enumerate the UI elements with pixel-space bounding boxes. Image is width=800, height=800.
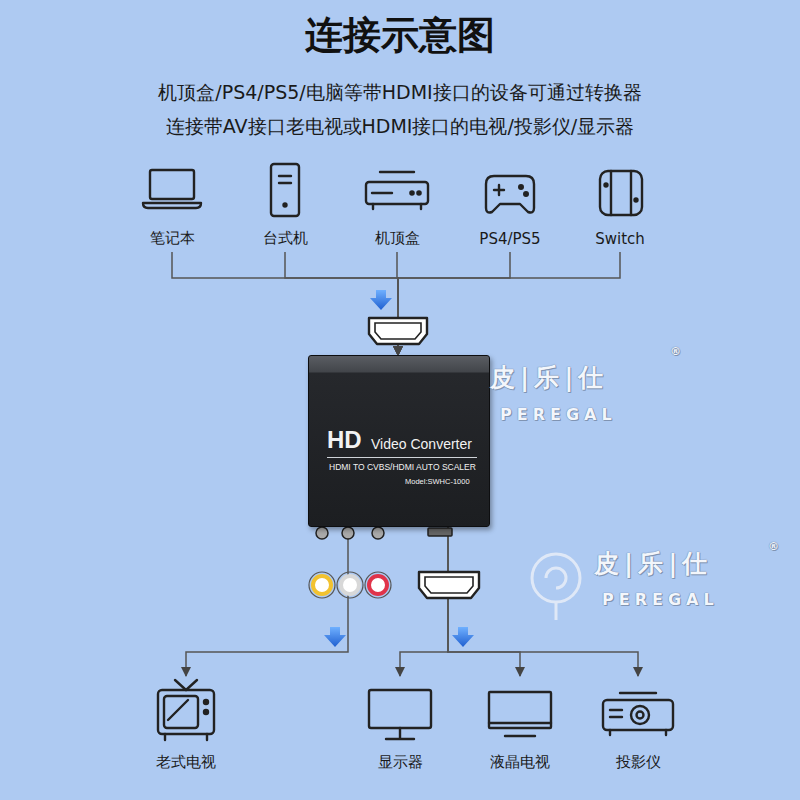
device-label: 液晶电视 [490, 753, 550, 772]
switch-icon [600, 171, 642, 215]
source-device: Switch [570, 160, 670, 252]
device-label: 投影仪 [616, 753, 661, 772]
watermark-text: 皮|乐|仕 [490, 361, 608, 394]
converter-box: HD Video ConverterHDMI TO CVBS/HDMI AUTO … [308, 355, 490, 527]
source-device: 笔记本 [122, 160, 222, 252]
connector [172, 252, 398, 355]
registered-mark: ® [768, 540, 779, 553]
source-device: 机顶盒 [347, 160, 447, 252]
title: 连接示意图 [0, 10, 800, 61]
projector-icon [603, 693, 673, 735]
product-name: Video Converter [371, 436, 472, 452]
watermark-text: PEREGAL [500, 405, 617, 424]
hdmi-port-icon [369, 318, 427, 344]
device-label: PS4/PS5 [479, 230, 540, 248]
connector [398, 252, 620, 355]
device-jacks [316, 527, 452, 539]
old-tv-icon [158, 680, 214, 740]
watermark-text: PEREGAL [602, 590, 719, 609]
device-label: 老式电视 [156, 753, 216, 772]
device-label: 台式机 [263, 229, 308, 248]
subtitle: 连接带AV接口老电视或HDMI接口的电视/投影仪/显示器 [0, 114, 800, 140]
connector [448, 527, 520, 676]
subtitle: 机顶盒/PS4/PS5/电脑等带HDMI接口的设备可通过转换器 [0, 80, 800, 106]
connector [400, 527, 448, 676]
product-subtitle: HDMI TO CVBS/HDMI AUTO SCALER [329, 462, 476, 472]
laptop-icon [143, 170, 201, 208]
gamepad-icon [486, 176, 534, 213]
source-device: 台式机 [235, 160, 335, 252]
device-label: 显示器 [378, 753, 423, 772]
model-number: Model:SWHC-1000 [405, 477, 470, 486]
logo-text: HD [327, 426, 362, 454]
lcd-tv-icon [489, 692, 551, 736]
display-device: 液晶电视 [470, 676, 570, 776]
monitor-icon [369, 690, 431, 739]
registered-mark: ® [670, 345, 681, 358]
desktop-icon [271, 164, 299, 216]
hdmi-port-icon [419, 572, 479, 598]
display-device: 显示器 [350, 676, 450, 776]
settopbox-icon [366, 172, 428, 209]
display-device: 投影仪 [588, 676, 688, 776]
watermark-text: 皮|乐|仕 [594, 547, 712, 580]
device-label: Switch [595, 230, 645, 248]
source-device: PS4/PS5 [460, 160, 560, 252]
rca-port-icon [309, 572, 391, 598]
divider-line [327, 457, 477, 458]
display-device: 老式电视 [136, 676, 236, 776]
device-label: 机顶盒 [375, 229, 420, 248]
connector [186, 527, 348, 676]
device-label: 笔记本 [150, 229, 195, 248]
